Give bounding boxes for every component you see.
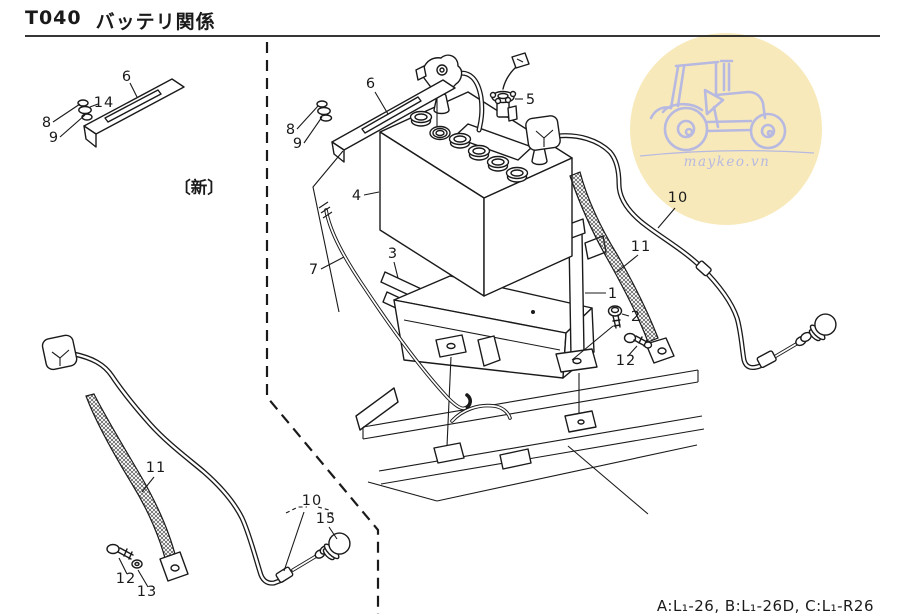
callout-14: 14 [94, 95, 114, 111]
ground-strap-right [569, 171, 675, 364]
callout-12-left: 12 [116, 571, 136, 587]
leader-lines [52, 82, 676, 588]
bolt-12-right [623, 332, 653, 349]
callout-7: 7 [309, 262, 319, 278]
callout-8: 8 [286, 122, 296, 138]
callout-10-right: 10 [668, 190, 688, 206]
battery-cable-left [41, 334, 351, 586]
title-code: T040 [25, 7, 82, 29]
section-boundary-dashed-line [265, 42, 380, 614]
page-title: T040 バッテリ関係 [25, 7, 216, 34]
chassis-frame [355, 369, 705, 515]
callout-11-right: 11 [631, 239, 651, 255]
j-rod [318, 201, 472, 411]
watermark-circle [630, 33, 822, 225]
terminal-boot-right [525, 115, 561, 151]
battery-cell-caps [409, 110, 529, 183]
watermark-text: maykeo.vn [684, 154, 771, 170]
callout-12-right: 12 [616, 353, 636, 369]
cable-end-ball-bottom [322, 532, 351, 561]
callout-13: 13 [137, 584, 157, 600]
terminal-clamp [415, 54, 485, 133]
ground-strap-left [85, 393, 189, 582]
new-type-tag: 〔新〕 [174, 177, 224, 197]
cable-end-ball-right [808, 313, 837, 342]
callout-1: 1 [608, 286, 618, 302]
inset-hold-down-bar [77, 78, 185, 148]
callout-6-inset: 6 [122, 69, 132, 85]
terminal-boot-left [41, 334, 78, 371]
callout-4: 4 [352, 188, 362, 204]
battery-bracket [555, 218, 607, 433]
watermark-ground-line [639, 150, 815, 157]
watermark: maykeo.vn [630, 33, 822, 225]
callout-15: 15 [316, 511, 336, 527]
callout-10-bottom: 10 [302, 493, 322, 509]
title-text: バッテリ関係 [95, 11, 216, 33]
washer-13 [131, 559, 143, 569]
hold-down-bar [312, 79, 456, 313]
callout-5: 5 [526, 92, 536, 108]
callout-9-inset: 9 [49, 130, 59, 146]
bolt-2 [571, 305, 623, 361]
bolt-12-left [106, 543, 134, 560]
callout-11-left: 11 [146, 460, 166, 476]
tractor-watermark-icon [649, 59, 787, 152]
battery-cable-right [525, 115, 837, 371]
callout-6: 6 [366, 76, 376, 92]
callout-3: 3 [388, 246, 398, 262]
battery [379, 91, 573, 297]
callout-8-inset: 8 [42, 115, 52, 131]
callout-9: 9 [293, 136, 303, 152]
footer-model-note: A:L₁-26, B:L₁-26D, C:L₁-R26 [657, 597, 874, 615]
callout-2: 2 [631, 309, 641, 325]
terminal-part-5 [489, 52, 530, 122]
